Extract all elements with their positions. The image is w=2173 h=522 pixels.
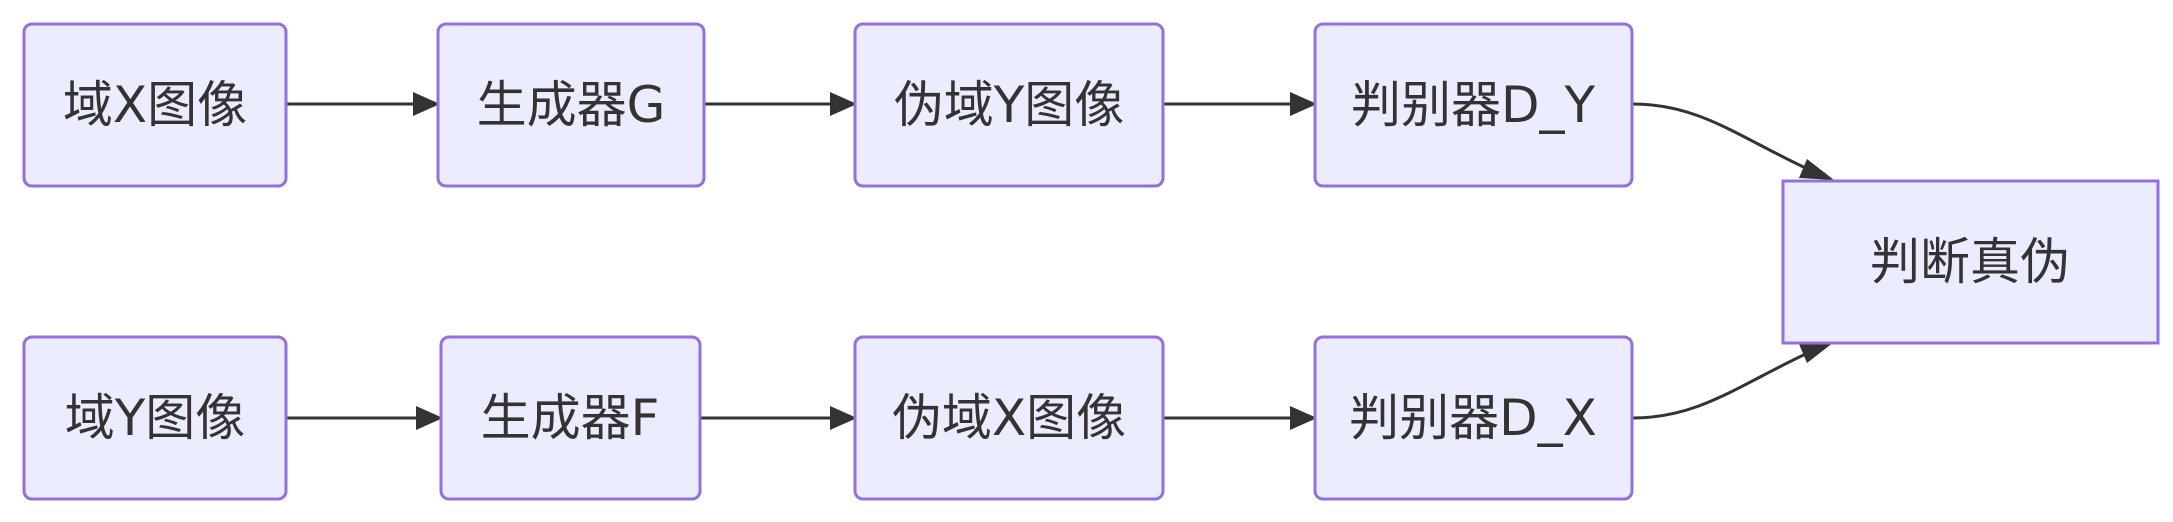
arrowhead-icon xyxy=(830,92,857,116)
node-label: 生成器G xyxy=(477,76,666,134)
node-label: 生成器F xyxy=(481,389,660,447)
node-fake-domain-y-image[interactable]: 伪域Y图像 xyxy=(853,22,1165,188)
arrowhead-icon xyxy=(1799,159,1834,180)
node-label: 伪域Y图像 xyxy=(894,76,1125,134)
node-label: 域X图像 xyxy=(63,76,247,134)
edge-discriminator-dy-to-judge xyxy=(1632,102,1813,173)
node-discriminator-d-x[interactable]: 判别器D_X xyxy=(1313,335,1634,501)
node-generator-g[interactable]: 生成器G xyxy=(436,22,706,188)
arrowhead-icon xyxy=(1799,342,1834,363)
arrowhead-icon xyxy=(1290,92,1317,116)
node-discriminator-d-y[interactable]: 判别器D_Y xyxy=(1313,22,1634,188)
node-label: 域Y图像 xyxy=(65,389,246,447)
arrowhead-icon xyxy=(1290,406,1317,430)
node-label: 判断真伪 xyxy=(1870,233,2070,291)
node-real-or-fake[interactable]: 判断真伪 xyxy=(1781,179,2160,345)
node-domain-y-image[interactable]: 域Y图像 xyxy=(22,335,288,501)
node-fake-domain-x-image[interactable]: 伪域X图像 xyxy=(853,335,1165,501)
node-label: 判别器D_X xyxy=(1349,389,1597,447)
arrowhead-icon xyxy=(416,406,443,430)
node-generator-f[interactable]: 生成器F xyxy=(439,335,702,501)
arrowhead-icon xyxy=(413,92,440,116)
edges xyxy=(287,92,1834,430)
node-domain-x-image[interactable]: 域X图像 xyxy=(22,22,288,188)
arrowhead-icon xyxy=(830,406,857,430)
node-label: 伪域X图像 xyxy=(892,389,1126,447)
edge-discriminator-dx-to-judge xyxy=(1632,349,1813,420)
node-label: 判别器D_Y xyxy=(1351,76,1596,134)
